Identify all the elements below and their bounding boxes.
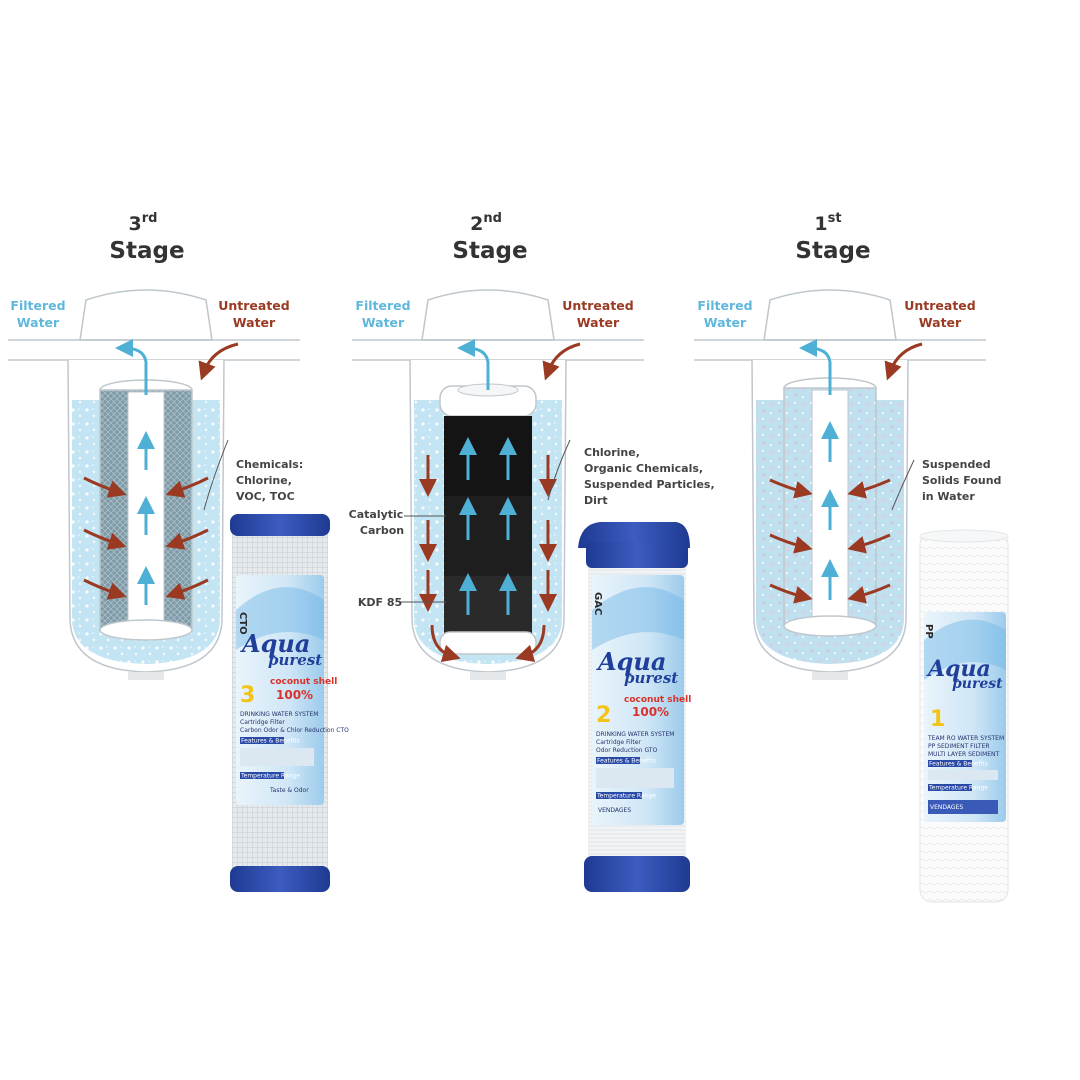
stage-2-callout-line: [547, 439, 571, 501]
stage-1-removes-3: in Water: [922, 490, 975, 503]
stage-3-callout-line: [203, 439, 229, 511]
stage-3-filtered-label-2: Water: [17, 315, 60, 330]
stage-3-untreated-label-1: Untreated: [218, 298, 290, 313]
media-label-catalytic-2: Carbon: [360, 524, 404, 537]
stage-3-line4: Features & Benefits: [241, 738, 300, 745]
stage-2-removes-1: Chlorine,: [584, 446, 640, 459]
stage-1-suffix: st: [828, 211, 842, 226]
stage-1-line1: TEAM RO WATER SYSTEM: [927, 735, 1004, 742]
stage-2-filtered-label-1: Filtered: [355, 298, 410, 313]
stage-2-brand-bottom: purest: [624, 669, 678, 687]
stage-1-filtered-label-1: Filtered: [697, 298, 752, 313]
stage-1-untreated-label-1: Untreated: [904, 298, 976, 313]
stage-2-filtered-label-2: Water: [362, 315, 405, 330]
stage-2-ordinal: 2: [470, 213, 483, 235]
media-label-kdf: KDF 85: [358, 596, 402, 609]
sediment-cartridge-icon: PP Aqua purest 1 TEAM RO WATER SYSTEM PP…: [919, 529, 1009, 903]
stage-1-line5: Temperature Range: [928, 785, 988, 792]
stage-1-untreated-label-2: Water: [919, 315, 962, 330]
stage-2-line5: Temperature Range: [596, 793, 656, 800]
stage-3-line3: Carbon Odor & Chlor Reduction CTO: [240, 727, 349, 734]
stage-2-removes-2: Organic Chemicals,: [584, 462, 703, 475]
stage-2-line4: Features & Benefits: [597, 758, 656, 765]
stage-3-removes-1: Chemicals:: [236, 458, 303, 471]
stage-1-product-code: PP: [923, 624, 934, 639]
stage-2-percent: 100%: [632, 705, 669, 719]
stage-3-brand-bottom: purest: [268, 651, 322, 669]
stage-2-flow-arrows: [419, 339, 581, 663]
stage-2-tagline: coconut shell: [624, 695, 691, 705]
stage-3-product-code: CTO: [237, 612, 248, 635]
stage-1-line2: PP SEDIMENT FILTER: [928, 743, 990, 750]
stage-1-line6: VENDAGES: [930, 804, 963, 811]
stage-3-brand-top: Aqua: [240, 629, 310, 658]
stage-2-untreated-label-2: Water: [577, 315, 620, 330]
stage-3-line5: Temperature Range: [240, 773, 300, 780]
stage-2-cartridge-diagram: [439, 383, 537, 655]
stage-3-percent: 100%: [276, 688, 313, 702]
granular-carbon-cartridge-icon: GAC Aqua purest coconut shell 100% 2 DRI…: [578, 522, 691, 892]
stage-3-filtered-label-1: Filtered: [10, 298, 65, 313]
stage-2-number: 2: [596, 703, 611, 728]
stage-3-removes-2: Chlorine,: [236, 474, 292, 487]
stage-1-panel: 1st Stage Filtered Water Untreated Water: [694, 211, 1009, 903]
stage-2-line1: DRINKING WATER SYSTEM: [596, 731, 675, 738]
stage-1-brand-top: Aqua: [926, 656, 991, 682]
stage-2-brand-top: Aqua: [596, 647, 666, 676]
stage-3-suffix: rd: [142, 211, 158, 226]
stage-2-product-code: GAC: [592, 592, 603, 615]
stage-2-line2: Cartridge Filter: [596, 739, 641, 746]
stage-3-line1: DRINKING WATER SYSTEM: [240, 711, 319, 718]
stage-1-removes-2: Solids Found: [922, 474, 1001, 487]
stage-1-brand-bottom: purest: [952, 676, 1003, 692]
stage-1-line4: Features & Benefits: [929, 761, 988, 768]
stage-2-untreated-label-1: Untreated: [562, 298, 634, 313]
stage-1-flow-arrows: [769, 339, 923, 604]
stage-1-title: Stage: [795, 238, 870, 264]
stage-1-callout-line: [891, 459, 915, 511]
stage-3-title: Stage: [109, 238, 184, 264]
stage-3-removes-3: VOC, TOC: [236, 490, 295, 503]
stage-2-removes-3: Suspended Particles,: [584, 478, 715, 491]
media-label-catalytic-1: Catalytic: [349, 508, 404, 521]
stage-3-untreated-label-2: Water: [233, 315, 276, 330]
stage-3-line6: Taste & Odor: [269, 787, 309, 794]
stage-3-number: 3: [240, 683, 255, 708]
stage-3-ordinal: 3: [129, 213, 142, 235]
stage-3-line2: Cartridge Filter: [240, 719, 285, 726]
stage-2-title: Stage: [452, 238, 527, 264]
stage-1-ordinal: 1: [814, 213, 827, 235]
stage-1-filtered-label-2: Water: [704, 315, 747, 330]
stage-2-line6: VENDAGES: [598, 807, 631, 814]
stage-2-suffix: nd: [483, 211, 502, 226]
stage-2-line3: Odor Reduction GTO: [596, 747, 658, 754]
stage-1-line3: MULTI LAYER SEDIMENT: [928, 751, 1000, 758]
stage-2-removes-4: Dirt: [584, 494, 608, 507]
stage-3-flow-arrows: [83, 339, 239, 605]
stage-1-number: 1: [930, 707, 945, 732]
stage-3-tagline: coconut shell: [270, 677, 337, 687]
stage-2-panel: 2nd Stage Filtered Water Untreated Water: [349, 211, 715, 892]
stage-3-heading: 3rd: [129, 211, 158, 235]
stage-2-heading: 2nd: [470, 211, 502, 235]
stage-1-removes-1: Suspended: [922, 458, 991, 471]
stage-1-heading: 1st: [814, 211, 841, 235]
stage-3-panel: 3rd Stage Filtered Water Untreated Water: [8, 211, 349, 892]
carbon-block-cartridge-icon: CTO Aqua purest coconut shell 100% 3 DRI…: [230, 514, 349, 892]
